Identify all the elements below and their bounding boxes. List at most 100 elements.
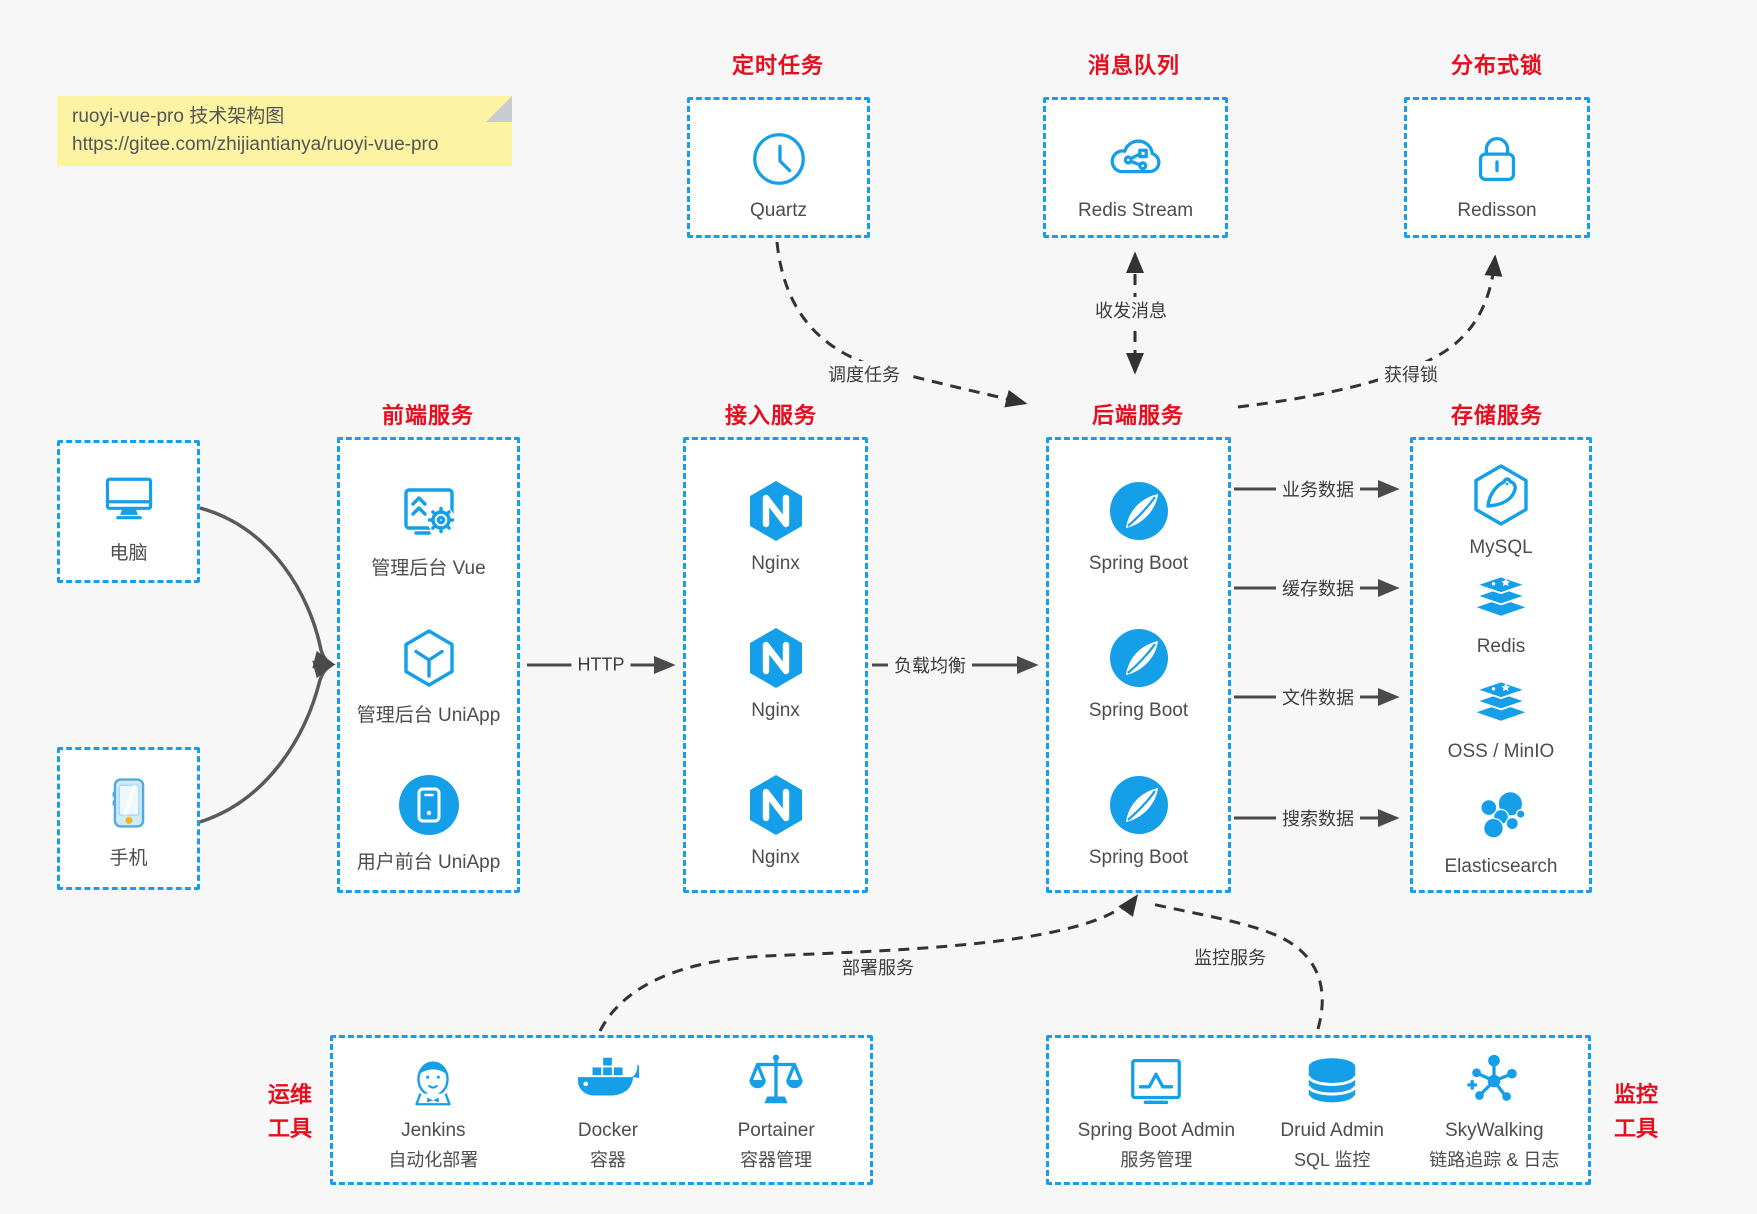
smartphone-icon xyxy=(112,778,144,828)
node-label-redis: Redis xyxy=(1476,636,1526,657)
pc-client-box: 电脑 xyxy=(57,440,200,583)
monitor-tools-box: Spring Boot Admin 服务管理 Druid Admin SQL 监… xyxy=(1046,1035,1591,1185)
title-scheduled-task: 定时任务 xyxy=(731,53,825,78)
edge-label-acquire-lock: 获得锁 xyxy=(1378,361,1444,387)
node-label-oss-minio: OSS / MinIO xyxy=(1447,741,1555,762)
clock-icon xyxy=(752,133,805,185)
edge-label-search-data: 搜索数据 xyxy=(1276,805,1360,831)
node-label-springboot-2: Spring Boot xyxy=(1088,700,1189,721)
gateway-box: Nginx Nginx Nginx xyxy=(683,437,868,893)
edge-label-file-data: 文件数据 xyxy=(1276,684,1360,710)
uniapp-box-icon xyxy=(403,629,454,687)
title-gateway: 接入服务 xyxy=(724,403,818,428)
tool-desc-druid-admin: SQL 监控 xyxy=(1293,1150,1371,1170)
backend-box: Spring Boot Spring Boot Spring Boot xyxy=(1046,437,1231,893)
title-monitor-line2: 工具 xyxy=(1613,1116,1658,1141)
storage-stack-icon xyxy=(1473,680,1529,721)
edge-label-schedule: 调度任务 xyxy=(822,361,906,387)
tool-jenkins: Jenkins 自动化部署 xyxy=(388,1050,478,1172)
note-url[interactable]: https://gitee.com/zhijiantianya/ruoyi-vu… xyxy=(72,134,439,155)
tool-skywalking: SkyWalking 链路追踪 & 日志 xyxy=(1429,1050,1559,1172)
node-label-mysql: MySQL xyxy=(1469,537,1533,558)
edge-label-monitor: 监控服务 xyxy=(1188,944,1272,970)
note-title: ruoyi-vue-pro 技术架构图 xyxy=(72,106,285,127)
node-label-elasticsearch: Elasticsearch xyxy=(1444,856,1558,877)
ops-tools-box: Jenkins 自动化部署 Docker 容器 xyxy=(330,1035,873,1185)
tool-portainer: Portainer 容器管理 xyxy=(738,1050,815,1172)
scheduled-task-box: Quartz xyxy=(687,97,870,238)
jenkins-icon xyxy=(415,1061,451,1106)
mysql-icon xyxy=(1474,464,1528,526)
node-label-nginx-2: Nginx xyxy=(751,700,800,721)
tool-desc-docker: 容器 xyxy=(589,1150,626,1170)
client-label-pc: 电脑 xyxy=(109,543,148,564)
edge-label-messaging: 收发消息 xyxy=(1089,297,1173,323)
sticky-note: ruoyi-vue-pro 技术架构图 https://gitee.com/zh… xyxy=(57,96,512,166)
tool-name-spring-boot-admin: Spring Boot Admin xyxy=(1077,1120,1236,1141)
tool-name-docker: Docker xyxy=(577,1120,639,1141)
tool-name-jenkins: Jenkins xyxy=(401,1120,466,1141)
spring-boot-icon xyxy=(1109,629,1168,687)
redis-stack-icon xyxy=(1473,575,1529,616)
nginx-icon xyxy=(749,628,802,688)
tool-docker: Docker 容器 xyxy=(577,1050,639,1172)
cloud-message-icon xyxy=(1110,139,1160,174)
message-queue-box: Redis Stream xyxy=(1043,97,1228,238)
node-label-admin-vue: 管理后台 Vue xyxy=(371,558,486,579)
tool-desc-spring-boot-admin: 服务管理 xyxy=(1120,1150,1193,1170)
desktop-icon xyxy=(105,477,152,520)
phone-to-frontend-arrow xyxy=(199,660,336,824)
node-label-quartz: Quartz xyxy=(749,200,808,221)
tool-spring-boot-admin: Spring Boot Admin 服务管理 xyxy=(1078,1050,1235,1172)
edge-label-business-data: 业务数据 xyxy=(1276,476,1360,502)
spring-boot-icon xyxy=(1109,776,1168,834)
topology-icon xyxy=(1467,1054,1518,1101)
node-label-redis-stream: Redis Stream xyxy=(1077,200,1194,221)
edge-label-http: HTTP xyxy=(571,654,631,676)
title-ops-tools: 运维 工具 xyxy=(262,1078,318,1146)
nginx-icon xyxy=(749,481,802,541)
docker-whale-icon xyxy=(577,1057,639,1096)
title-monitor-line1: 监控 xyxy=(1613,1082,1658,1107)
spring-boot-icon xyxy=(1109,482,1168,540)
lock-icon xyxy=(1478,137,1516,181)
frontend-box: 管理后台 Vue 管理后台 UniApp 用户前台 UniApp xyxy=(337,437,520,893)
acquire-lock-arrow xyxy=(1237,254,1503,409)
title-frontend: 前端服务 xyxy=(381,403,475,428)
tool-name-druid-admin: Druid Admin xyxy=(1280,1120,1384,1141)
admin-vue-icon xyxy=(403,488,455,535)
distributed-lock-box: Redisson xyxy=(1404,97,1590,238)
edge-label-load-balance: 负载均衡 xyxy=(888,652,972,678)
edge-label-cache-data: 缓存数据 xyxy=(1276,575,1360,601)
phone-client-box: 手机 xyxy=(57,747,200,890)
node-label-springboot-3: Spring Boot xyxy=(1088,847,1189,868)
node-label-nginx-3: Nginx xyxy=(751,847,800,868)
tool-name-portainer: Portainer xyxy=(737,1120,815,1141)
pc-to-frontend-arrow xyxy=(199,506,336,669)
scales-icon xyxy=(749,1054,803,1104)
user-app-icon xyxy=(398,775,459,835)
title-ops-line2: 工具 xyxy=(267,1116,312,1141)
node-label-admin-uniapp: 管理后台 UniApp xyxy=(356,705,501,726)
tool-desc-portainer: 容器管理 xyxy=(740,1150,813,1170)
node-label-redisson: Redisson xyxy=(1457,200,1537,221)
storage-box: MySQL Redis OSS / MinIO xyxy=(1410,437,1592,893)
title-backend: 后端服务 xyxy=(1091,403,1185,428)
title-distributed-lock: 分布式锁 xyxy=(1450,53,1544,78)
title-ops-line1: 运维 xyxy=(267,1082,312,1107)
node-label-springboot-1: Spring Boot xyxy=(1088,553,1189,574)
node-label-user-uniapp: 用户前台 UniApp xyxy=(356,852,501,873)
tool-desc-skywalking: 链路追踪 & 日志 xyxy=(1429,1150,1560,1170)
nginx-icon xyxy=(749,775,802,835)
title-monitor-tools: 监控 工具 xyxy=(1608,1078,1664,1146)
tool-druid-admin: Druid Admin SQL 监控 xyxy=(1280,1050,1384,1172)
monitor-chart-icon xyxy=(1131,1059,1182,1104)
title-storage: 存储服务 xyxy=(1450,403,1544,428)
tool-name-skywalking: SkyWalking xyxy=(1445,1120,1544,1141)
node-label-nginx-1: Nginx xyxy=(751,553,800,574)
database-icon xyxy=(1307,1058,1357,1106)
edge-label-deploy: 部署服务 xyxy=(836,954,920,980)
title-message-queue: 消息队列 xyxy=(1087,53,1181,78)
elasticsearch-icon xyxy=(1480,790,1526,839)
